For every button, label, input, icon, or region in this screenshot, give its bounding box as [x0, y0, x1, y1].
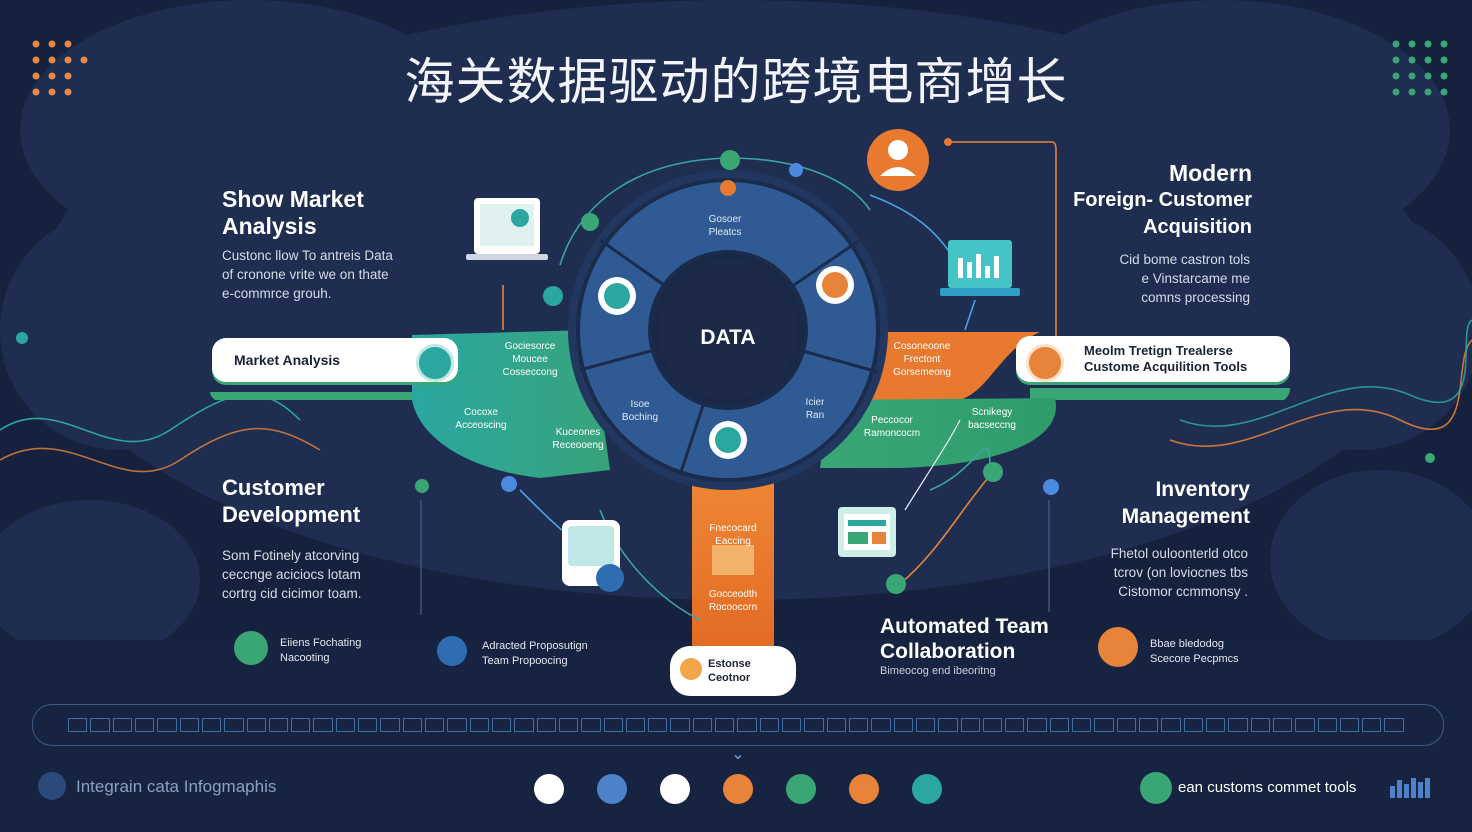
- list-item-right-a: Bbae bledodog Scecore Pecpmcs: [1150, 638, 1239, 665]
- customer-heading: Customer Development: [222, 475, 361, 527]
- band-right-b-label: Scnikegy bacseccng: [968, 407, 1016, 431]
- foreign-heading: Modern Foreign- Customer Acquisition: [1073, 160, 1252, 238]
- footer-icon-1[interactable]: [534, 774, 564, 804]
- team-heading: Automated Team Collaboration: [880, 615, 1049, 663]
- band-orange-right-label: Cosoneoone Frectont Gorsemeong: [893, 341, 951, 378]
- chart-icon: [416, 344, 454, 382]
- band-left-a-label: Cocoxe Acceoscing: [455, 407, 507, 431]
- globe-icon: [1026, 344, 1064, 382]
- bar-chart-icon: [1390, 778, 1430, 798]
- inventory-heading: Inventory Management: [1121, 478, 1250, 528]
- footer-icon-2[interactable]: [597, 774, 627, 804]
- center-data-label: DATA: [700, 326, 756, 349]
- logo-icon: [38, 772, 66, 800]
- stem-top-label: Fnecocard Eaccing: [709, 523, 757, 547]
- footer-icon-row: [534, 774, 942, 804]
- sun-icon: [680, 658, 702, 680]
- team-body: Bimeocog end ibeoritng: [880, 665, 996, 677]
- list-item-left-a: Eiiens Fochating Nacooting: [280, 637, 362, 664]
- footer-right-text: ean customs commet tools: [1178, 779, 1357, 796]
- corner-dots-left: [32, 40, 88, 96]
- foreign-tools-pill-label: Meolm Tretign Trealerse Custome Acquilit…: [1084, 343, 1248, 374]
- corner-dots-right: [1392, 40, 1448, 96]
- market-heading: Show Market Analysis: [222, 186, 364, 239]
- footer-icon-7[interactable]: [912, 774, 942, 804]
- market-body: Custonc llow To antreis Data of cronone …: [222, 248, 393, 301]
- footer-icon-6[interactable]: [849, 774, 879, 804]
- list-item-left-b: Adracted Proposutign Team Propoocing: [482, 640, 588, 667]
- footer-icon-4[interactable]: [723, 774, 753, 804]
- segment-left-label: Isoe Boching: [621, 399, 659, 423]
- inventory-body: Fhetol ouloonterld otco tcrov (on lovioc…: [1110, 546, 1248, 599]
- footer-icon-5[interactable]: [786, 774, 816, 804]
- stem-bottom-label: Gocceodth Rocoocorn: [708, 589, 758, 613]
- customs-icon: [1140, 772, 1172, 804]
- band-right-a-label: Peccocor Ramoncocm: [863, 415, 921, 439]
- customer-body: Som Fotinely atcorving ceccnge aciciocs …: [222, 548, 362, 601]
- page-title: 海关数据驱动的跨境电商增长: [404, 53, 1068, 111]
- footer-bar: [32, 704, 1444, 746]
- market-analysis-pill-label: Market Analysis: [234, 352, 341, 368]
- band-left-b-label: Kuceones Receooeng: [552, 427, 604, 451]
- foreign-body: Cid bome castron tols e Vinstarcame me c…: [1119, 252, 1250, 305]
- footer-pattern: [68, 718, 1404, 732]
- segment-top-label: Gosoer Pleatcs: [708, 214, 742, 238]
- footer-icon-3[interactable]: [660, 774, 690, 804]
- band-left-top-label: Gociesorce Moucee Cosseccong: [502, 341, 558, 378]
- footer-left-text: Integrain cata Infogmaphis: [76, 777, 277, 796]
- segment-right-label: Icier Ran: [805, 397, 825, 421]
- chevron-down-icon: ⌄: [731, 746, 745, 763]
- foreign-tools-pill[interactable]: Meolm Tretign Trealerse Custome Acquilit…: [1016, 336, 1290, 382]
